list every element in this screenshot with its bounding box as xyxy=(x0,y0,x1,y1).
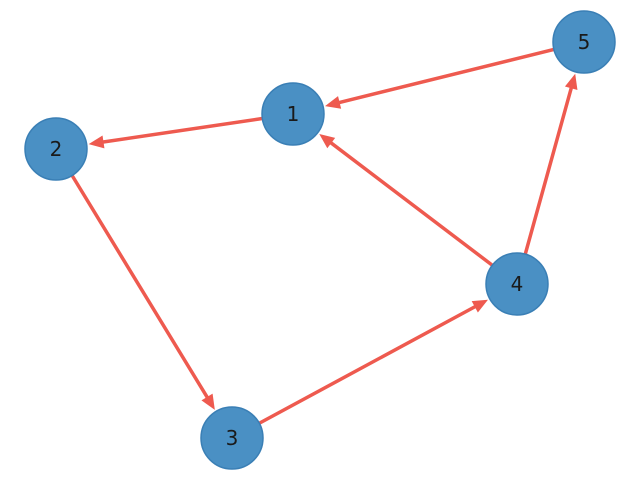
edge-4-to-1 xyxy=(319,133,495,268)
node-circle xyxy=(552,10,616,74)
edge-line xyxy=(70,173,210,401)
edge-4-to-5 xyxy=(523,73,578,256)
edge-line xyxy=(99,116,265,145)
edge-1-to-2 xyxy=(88,116,265,149)
arrowhead-icon xyxy=(564,73,578,90)
node-circle xyxy=(200,406,264,470)
arrowhead-icon xyxy=(319,133,336,149)
node-2: 2 xyxy=(24,117,88,181)
edge-3-to-4 xyxy=(257,299,488,426)
edge-line xyxy=(523,84,574,256)
arrowhead-icon xyxy=(201,393,215,410)
arrowhead-icon xyxy=(471,299,488,313)
edge-line xyxy=(335,47,556,105)
node-circle xyxy=(485,252,549,316)
node-1: 1 xyxy=(261,82,325,146)
edges-layer xyxy=(70,47,578,426)
node-3: 3 xyxy=(200,406,264,470)
arrowhead-icon xyxy=(325,96,342,109)
nodes-layer: 1 2 3 4 5 xyxy=(24,10,616,470)
edge-2-to-3 xyxy=(70,173,215,410)
edge-line xyxy=(327,140,495,268)
node-label: 3 xyxy=(226,426,239,450)
node-label: 4 xyxy=(511,272,524,296)
edge-line xyxy=(257,304,479,426)
node-circle xyxy=(261,82,325,146)
node-label: 5 xyxy=(578,30,591,54)
edge-5-to-1 xyxy=(325,47,556,109)
node-5: 5 xyxy=(552,10,616,74)
node-label: 1 xyxy=(287,102,300,126)
arrowhead-icon xyxy=(88,135,105,149)
node-label: 2 xyxy=(50,137,63,161)
node-circle xyxy=(24,117,88,181)
node-4: 4 xyxy=(485,252,549,316)
